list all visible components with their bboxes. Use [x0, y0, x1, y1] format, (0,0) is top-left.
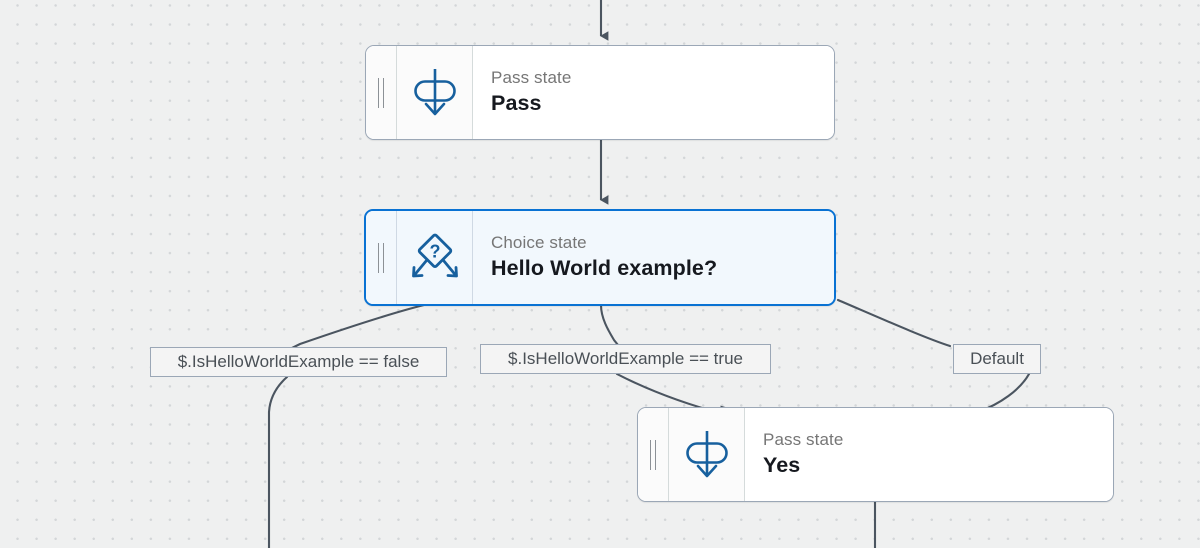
state-node-pass[interactable]: Pass state Pass	[365, 45, 835, 140]
pass-state-icon	[669, 408, 745, 501]
node-type-label: Pass state	[763, 430, 844, 449]
node-text: Pass state Yes	[745, 408, 1113, 501]
node-title: Yes	[763, 453, 801, 477]
grip-bars-icon	[378, 77, 384, 108]
node-text: Choice state Hello World example?	[473, 211, 834, 304]
grip-bars-icon	[378, 242, 384, 273]
node-type-label: Choice state	[491, 233, 587, 252]
state-node-choice[interactable]: ? Choice state Hello World example?	[364, 209, 836, 306]
edge-label-rule-true[interactable]: $.IsHelloWorldExample == true	[480, 344, 771, 374]
node-text: Pass state Pass	[473, 46, 834, 139]
edge-label-rule-false[interactable]: $.IsHelloWorldExample == false	[150, 347, 447, 377]
node-type-label: Pass state	[491, 68, 572, 87]
node-title: Pass	[491, 91, 542, 115]
edge-choice-false	[267, 303, 426, 548]
pass-state-icon	[397, 46, 473, 139]
drag-handle[interactable]	[366, 211, 397, 304]
drag-handle[interactable]	[638, 408, 669, 501]
drag-handle[interactable]	[366, 46, 397, 139]
state-node-yes[interactable]: Pass state Yes	[637, 407, 1114, 502]
edge-label-rule-default[interactable]: Default	[953, 344, 1041, 374]
node-title: Hello World example?	[491, 256, 718, 280]
choice-state-icon: ?	[397, 211, 473, 304]
svg-text:?: ?	[429, 241, 440, 261]
grip-bars-icon	[650, 439, 656, 470]
